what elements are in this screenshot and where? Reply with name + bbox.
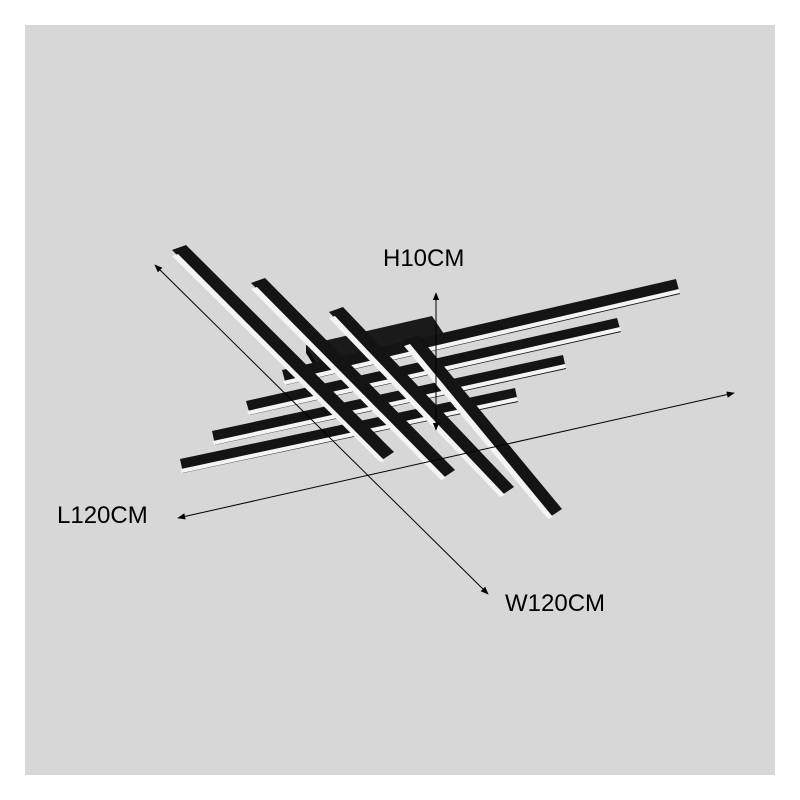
length-label: L120CM xyxy=(57,502,148,529)
dimension-lines xyxy=(154,264,735,595)
height-label: H10CM xyxy=(383,245,465,272)
width-dimension-line xyxy=(154,264,489,595)
width-label: W120CM xyxy=(505,590,606,617)
